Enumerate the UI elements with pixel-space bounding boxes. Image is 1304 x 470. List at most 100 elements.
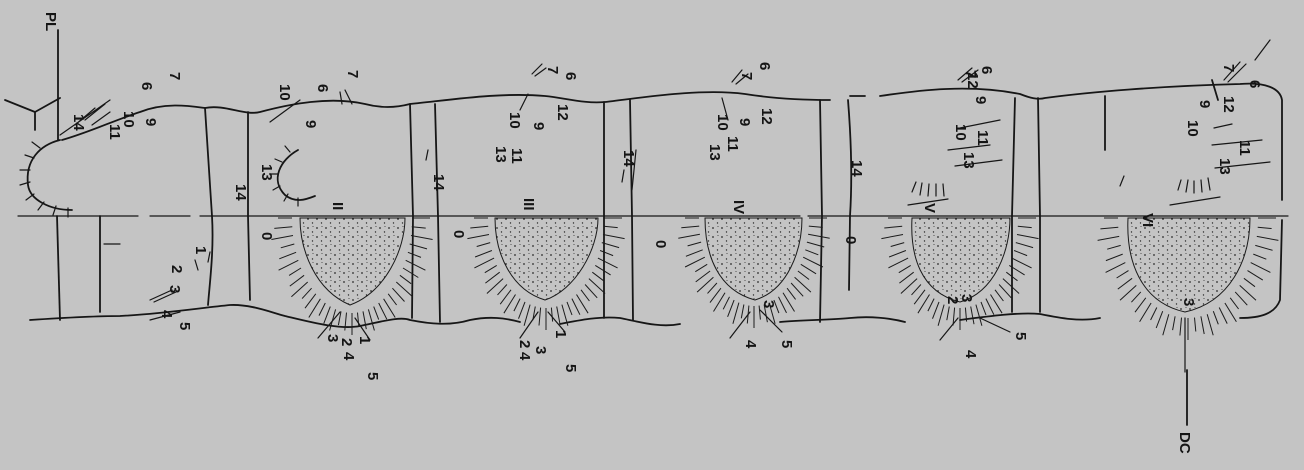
seta-label: 1 bbox=[552, 330, 569, 338]
fringe-hair bbox=[406, 260, 426, 270]
fringe-hair bbox=[358, 313, 359, 327]
seta-label: 10 bbox=[276, 84, 293, 101]
seta-label: 12 bbox=[554, 104, 571, 121]
fringe-hair bbox=[592, 272, 603, 281]
seta-label: 7 bbox=[166, 72, 183, 80]
fringe-hair bbox=[1240, 285, 1256, 300]
fringe-hair bbox=[678, 234, 700, 238]
fringe-hair bbox=[290, 275, 304, 286]
fringe-hair bbox=[281, 244, 295, 248]
fringe-hair bbox=[324, 307, 331, 324]
fringe-hair bbox=[305, 294, 316, 308]
fringe-hair bbox=[933, 302, 940, 319]
fringe-hair bbox=[928, 299, 934, 312]
fringe-hair bbox=[274, 227, 292, 229]
fringe-hair bbox=[485, 265, 497, 272]
fringe-hair bbox=[1253, 254, 1266, 259]
fringe-hair bbox=[1248, 271, 1263, 281]
fringe-hair bbox=[801, 264, 816, 274]
fringe-hair bbox=[1140, 303, 1152, 322]
fringe-hair bbox=[302, 288, 312, 298]
seta-label: 14 bbox=[620, 150, 637, 167]
fringe-hair bbox=[1016, 243, 1033, 248]
label-segment-iv: IV bbox=[730, 200, 747, 214]
seta-label: 5 bbox=[562, 364, 579, 372]
fringe-hair bbox=[1135, 298, 1146, 312]
seta-label: 0 bbox=[842, 236, 859, 244]
fringe-hair bbox=[1244, 278, 1255, 286]
fringe-hair bbox=[1251, 263, 1271, 273]
fringe-hair bbox=[708, 283, 717, 293]
fringe-hair bbox=[995, 290, 1003, 301]
seta-label: 4 bbox=[516, 352, 533, 361]
seta-label: 14 bbox=[232, 184, 249, 201]
seta-label: 10 bbox=[952, 124, 969, 141]
seta-label: 6 bbox=[1246, 80, 1263, 88]
fringe-hair bbox=[938, 305, 944, 326]
label-dc: DC bbox=[1176, 432, 1193, 454]
seta-label: 14 bbox=[848, 160, 865, 177]
seta-label: 3 bbox=[760, 300, 777, 308]
fringe-hair bbox=[1255, 245, 1272, 250]
fringe-hair bbox=[888, 258, 908, 268]
lower-outline bbox=[30, 220, 1282, 327]
seta-label: 13 bbox=[492, 146, 509, 163]
fringe-hair bbox=[1117, 271, 1129, 278]
fringe-hair bbox=[891, 243, 905, 247]
fringe-hair bbox=[319, 303, 325, 316]
plate-v bbox=[912, 218, 1010, 302]
fringe-hair bbox=[474, 258, 494, 268]
fringe-hair bbox=[1012, 258, 1032, 268]
fringe-hair bbox=[805, 250, 818, 255]
fringe-hair bbox=[1163, 314, 1169, 335]
segment-dividers bbox=[57, 80, 1218, 322]
fringe-hair bbox=[809, 226, 823, 227]
fringe-hair bbox=[881, 235, 903, 239]
fringe-hair bbox=[681, 226, 699, 228]
fringe-hair bbox=[1017, 235, 1039, 239]
left-ridged-tube bbox=[5, 98, 72, 217]
seta-label: 10 bbox=[120, 111, 137, 128]
seta-label: 9 bbox=[302, 120, 319, 128]
seta-label: 4 bbox=[340, 352, 357, 361]
fringe-hair bbox=[581, 290, 589, 301]
fringe-hair bbox=[723, 297, 729, 310]
fringe-hair bbox=[595, 265, 610, 275]
fringe-hair bbox=[986, 299, 994, 315]
seta-label: 0 bbox=[258, 232, 275, 240]
seta-label: 13 bbox=[960, 152, 977, 169]
seta-label: 12 bbox=[1220, 96, 1237, 113]
fringe-hair bbox=[557, 307, 560, 325]
label-segment-iii: III bbox=[520, 198, 537, 211]
seta-label: 7 bbox=[344, 70, 361, 78]
fringe-hair bbox=[519, 302, 526, 319]
seta-label: 1 bbox=[192, 246, 209, 254]
fringe-hair bbox=[1180, 318, 1182, 336]
seta-label: 3 bbox=[324, 334, 341, 342]
fringe-hair bbox=[1173, 316, 1176, 330]
seta-label: 11 bbox=[974, 130, 991, 146]
fringe-hair bbox=[1107, 245, 1121, 249]
seta-label: 2 bbox=[516, 340, 533, 348]
fringe-hair bbox=[1213, 311, 1218, 324]
label-segment-v: V bbox=[921, 203, 938, 213]
seta-label: 12 bbox=[964, 72, 981, 89]
setae-marks bbox=[60, 40, 1270, 372]
fringe-hair bbox=[999, 285, 1011, 298]
upper-outline bbox=[62, 84, 1282, 200]
fringe-hair bbox=[976, 305, 982, 326]
seta-label: 10 bbox=[506, 112, 523, 129]
seta-label: 6 bbox=[756, 62, 773, 70]
fringe-hair bbox=[279, 252, 296, 258]
fringe-hair bbox=[374, 307, 379, 320]
fringe-hair bbox=[524, 305, 530, 326]
seta-label: 3 bbox=[166, 285, 183, 293]
fringe-hair bbox=[803, 257, 823, 267]
fringe-hair bbox=[1207, 314, 1213, 335]
fringe-hair bbox=[600, 251, 613, 256]
fringe-hair bbox=[470, 226, 488, 228]
fringe-hair bbox=[1131, 292, 1140, 302]
fringe-hair bbox=[696, 271, 710, 282]
fringe-hair bbox=[787, 288, 796, 299]
label-segment-vi: VI bbox=[1139, 213, 1156, 227]
